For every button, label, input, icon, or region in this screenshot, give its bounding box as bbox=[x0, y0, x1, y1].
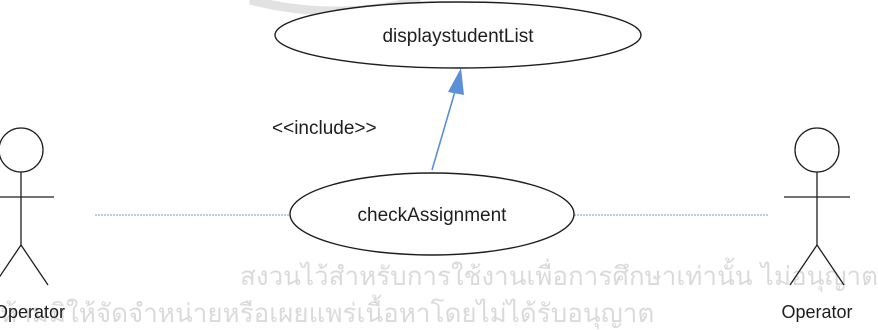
include-label: <<include>> bbox=[272, 118, 377, 139]
actor-left-head-icon bbox=[0, 127, 44, 173]
watermark-line-2: ห้ามมิให้จัดจำหน่ายหรือเผยแพร่เนื้อหาโดย… bbox=[0, 294, 654, 329]
actor-left-label: Operator bbox=[0, 302, 65, 322]
use-case-label-top: displaystudentList bbox=[382, 26, 534, 47]
actor-right[interactable] bbox=[784, 127, 850, 286]
actor-left[interactable] bbox=[0, 127, 54, 286]
actor-right-head-icon bbox=[794, 127, 840, 173]
use-case-checkassignment[interactable]: checkAssignment bbox=[289, 172, 575, 256]
watermark-line-1: สงวนไว้สำหรับการใช้งานเพื่อการศึกษาเท่าน… bbox=[240, 257, 878, 292]
use-case-displaystudentlist[interactable]: displaystudentList bbox=[274, 1, 642, 69]
actor-right-label: Operator bbox=[781, 302, 852, 322]
include-arrowhead bbox=[448, 68, 464, 95]
use-case-label-center: checkAssignment bbox=[358, 205, 508, 226]
include-relationship: <<include>> bbox=[272, 68, 464, 171]
include-line bbox=[431, 87, 457, 171]
